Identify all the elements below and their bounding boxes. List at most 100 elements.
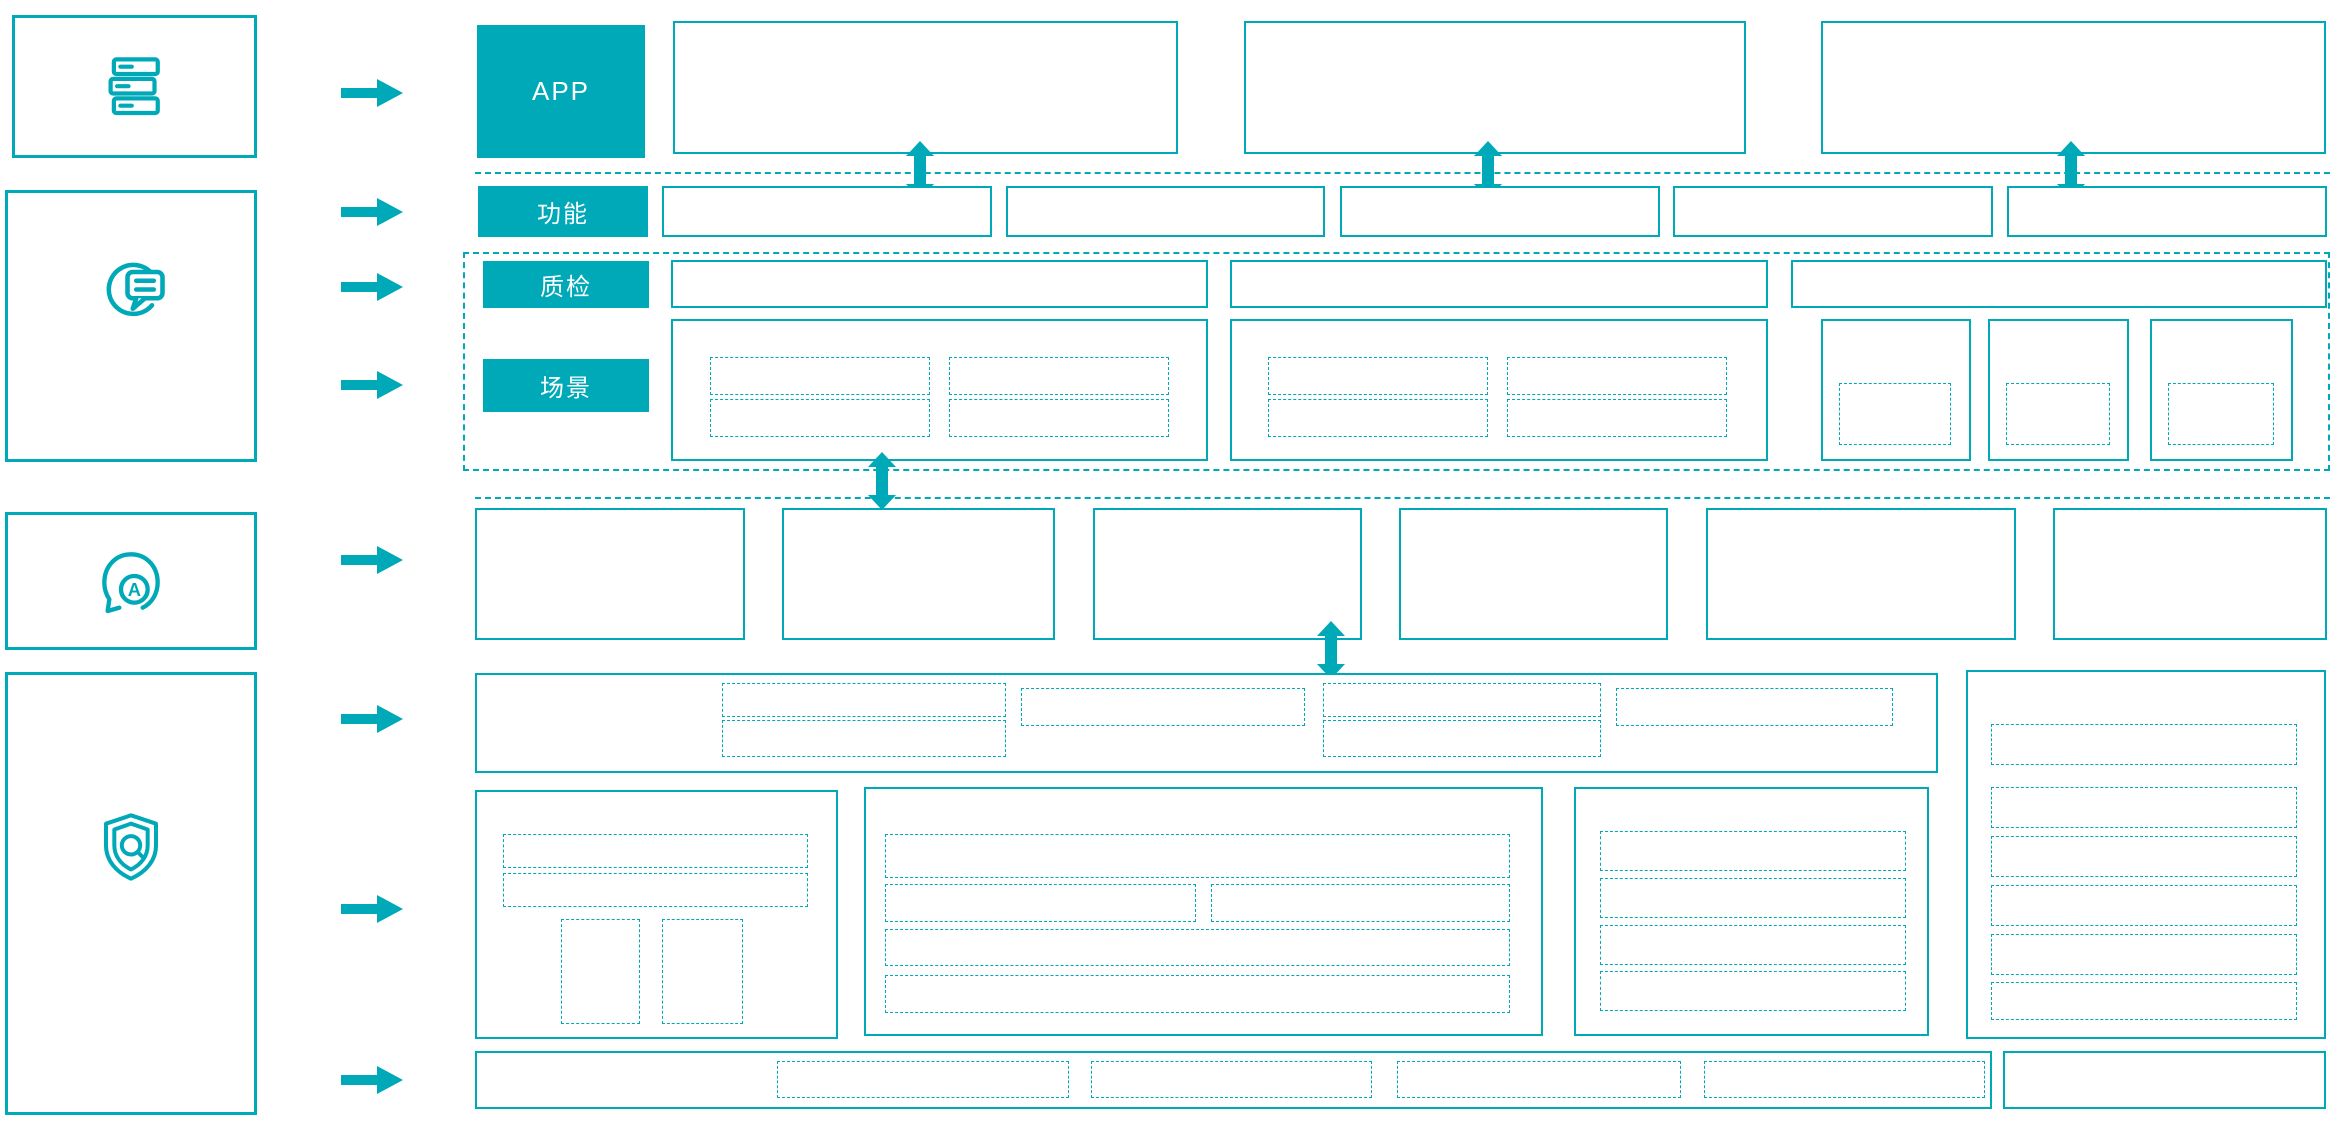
function-item-3 — [1340, 186, 1660, 237]
placeholder-field — [1600, 971, 1906, 1011]
app-label-box: APP — [477, 25, 645, 158]
dashed-divider-middle — [475, 497, 2330, 499]
vertical-connector-1 — [905, 141, 935, 199]
vertical-connector-5 — [1316, 621, 1346, 679]
flow-arrow-pipeline — [341, 704, 403, 734]
function-item-1 — [662, 186, 992, 237]
quality-label-box: 质检 — [483, 261, 649, 308]
placeholder-field — [710, 357, 930, 395]
function-label: 功能 — [537, 201, 589, 228]
quality-item-2 — [1230, 260, 1768, 308]
app-label: APP — [531, 76, 591, 106]
placeholder-field — [885, 929, 1510, 966]
placeholder-field — [1268, 357, 1488, 395]
placeholder-field — [949, 399, 1169, 437]
module-box-3 — [1574, 787, 1929, 1036]
flow-arrow-app — [341, 78, 403, 108]
scene-label: 场景 — [540, 375, 592, 402]
engine-item-4 — [1399, 508, 1668, 640]
placeholder-field — [1268, 399, 1488, 437]
scene-label-box: 场景 — [483, 359, 649, 412]
flow-arrow-footer — [341, 1065, 403, 1095]
placeholder-field — [503, 834, 808, 868]
quality-shield-icon — [104, 813, 158, 881]
scene-card-2 — [1988, 319, 2129, 461]
scene-card-1 — [1821, 319, 1971, 461]
placeholder-field — [1991, 836, 2297, 877]
placeholder-field — [1600, 925, 1906, 965]
module-box-2 — [864, 787, 1543, 1036]
placeholder-field — [1991, 885, 2297, 926]
function-item-2 — [1006, 186, 1325, 237]
source-box-ai: A — [5, 512, 257, 650]
module-box-1 — [475, 790, 838, 1039]
placeholder-field — [1323, 720, 1601, 757]
scene-card-3 — [2150, 319, 2293, 461]
customer-chat-icon — [106, 262, 165, 317]
placeholder-field — [1211, 884, 1510, 922]
source-box-records — [12, 15, 257, 158]
dashed-divider-top — [475, 172, 2330, 174]
engine-item-5 — [1706, 508, 2016, 640]
function-item-4 — [1673, 186, 1993, 237]
function-item-5 — [2007, 186, 2327, 237]
quality-item-1 — [671, 260, 1208, 308]
app-item-2 — [1244, 21, 1746, 154]
placeholder-field — [1600, 831, 1906, 871]
flow-arrow-engine — [341, 545, 403, 575]
engine-item-6 — [2053, 508, 2327, 640]
placeholder-field — [1616, 688, 1893, 726]
placeholder-field — [1991, 724, 2297, 765]
placeholder-field — [1507, 399, 1727, 437]
placeholder-field — [949, 357, 1169, 395]
flow-arrow-function — [341, 197, 403, 227]
flow-arrow-scene — [341, 370, 403, 400]
placeholder-field — [2006, 383, 2110, 445]
quality-label: 质检 — [540, 274, 592, 301]
placeholder-field — [885, 834, 1510, 878]
placeholder-field — [1991, 982, 2297, 1020]
vertical-connector-4 — [867, 452, 897, 510]
pipeline-bar — [475, 673, 1938, 773]
placeholder-field — [503, 873, 808, 907]
quality-scene-region — [463, 252, 2330, 471]
svg-text:A: A — [128, 579, 141, 600]
engine-item-2 — [782, 508, 1055, 640]
engine-item-1 — [475, 508, 745, 640]
placeholder-field — [561, 919, 640, 1024]
app-item-1 — [673, 21, 1178, 154]
placeholder-field — [1704, 1061, 1985, 1098]
placeholder-field — [722, 683, 1006, 717]
placeholder-field — [1991, 787, 2297, 828]
scene-group-1 — [671, 319, 1208, 461]
placeholder-field — [2168, 383, 2274, 445]
placeholder-field — [1991, 934, 2297, 975]
placeholder-field — [1323, 683, 1601, 717]
placeholder-field — [1507, 357, 1727, 395]
placeholder-field — [885, 975, 1510, 1013]
placeholder-field — [1021, 688, 1305, 726]
flow-arrow-quality — [341, 272, 403, 302]
vertical-connector-3 — [2056, 141, 2086, 199]
placeholder-field — [1600, 878, 1906, 918]
records-stack-icon — [108, 56, 160, 115]
source-box-dialog — [5, 190, 257, 462]
placeholder-field — [1397, 1061, 1681, 1098]
placeholder-field — [662, 919, 743, 1024]
placeholder-field — [710, 399, 930, 437]
ai-head-icon: A — [102, 552, 160, 614]
side-panel — [1966, 670, 2326, 1039]
placeholder-field — [1839, 383, 1951, 445]
source-box-quality-shield — [5, 672, 257, 1115]
app-item-3 — [1821, 21, 2326, 154]
footer-bar — [475, 1051, 1992, 1109]
placeholder-field — [777, 1061, 1069, 1098]
quality-item-3 — [1791, 260, 2327, 308]
function-label-box: 功能 — [478, 186, 648, 237]
engine-item-3 — [1093, 508, 1362, 640]
placeholder-field — [885, 884, 1196, 922]
footer-side-box — [2003, 1051, 2326, 1109]
vertical-connector-2 — [1473, 141, 1503, 199]
placeholder-field — [722, 720, 1006, 757]
